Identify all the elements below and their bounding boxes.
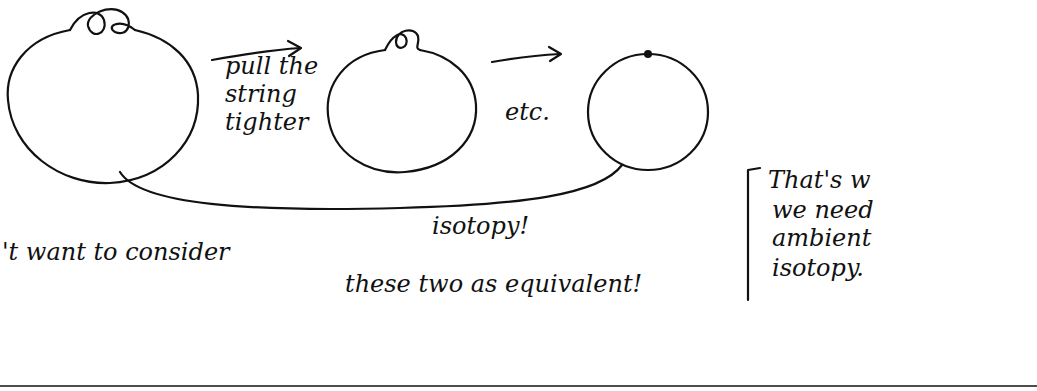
string-loop: [588, 54, 708, 170]
side-note: we need: [772, 196, 874, 224]
side-note: isotopy.: [772, 254, 864, 282]
brace-curve: [120, 165, 622, 209]
bracket: [748, 168, 760, 300]
page-edge-line: [0, 385, 1037, 387]
arrow-label: etc.: [505, 98, 550, 126]
arrow-label: pull the string tighter: [225, 52, 335, 136]
string-loop: [8, 30, 198, 183]
knot: [385, 30, 420, 50]
arrowhead: [549, 47, 561, 61]
side-note: That's w: [768, 166, 871, 194]
side-note: ambient: [772, 224, 871, 252]
string-loop: [328, 50, 476, 172]
knot-point: [644, 50, 652, 58]
knot: [70, 9, 135, 34]
brace-label: isotopy!: [432, 212, 529, 240]
note-text: 't want to consider: [2, 238, 230, 266]
note-text: these two as equivalent!: [345, 270, 642, 298]
